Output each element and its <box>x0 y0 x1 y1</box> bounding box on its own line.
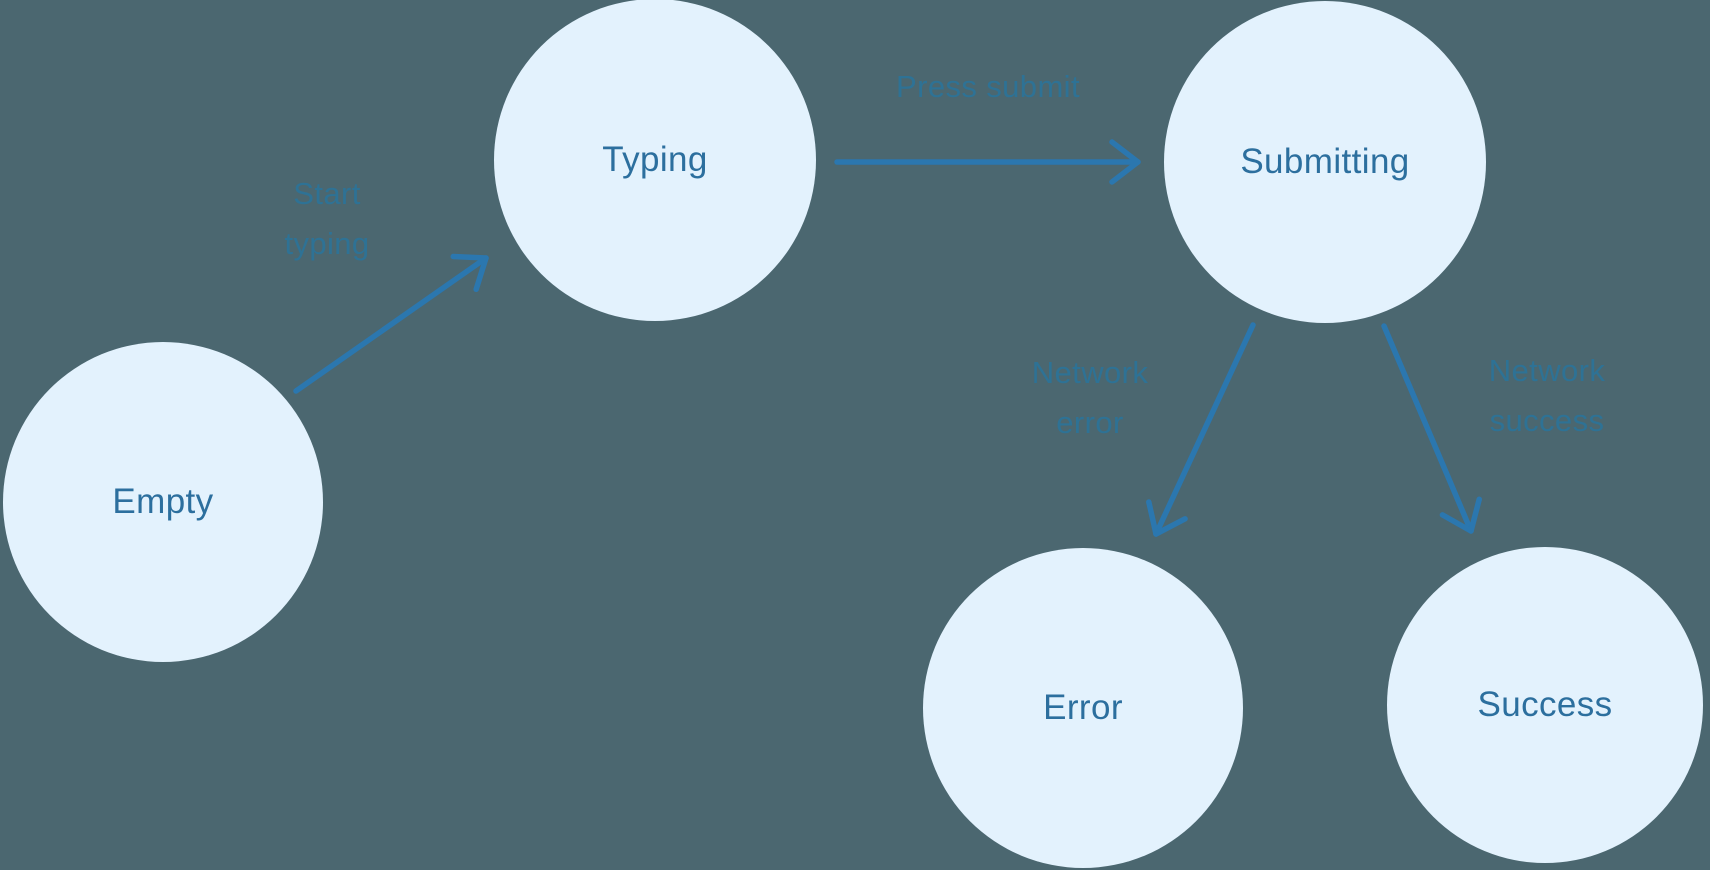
transition-label-network-error: Network error <box>1032 348 1149 448</box>
transition-label-line: success <box>1489 403 1605 438</box>
transition-label-line: Network <box>1488 353 1606 388</box>
state-node-typing-label: Typing <box>602 140 708 179</box>
transition-label-line: typing <box>284 226 370 261</box>
state-node-submitting: Submitting <box>1164 1 1486 323</box>
transition-label-start-typing: Start typing <box>284 169 369 269</box>
transition-label-line: error <box>1056 405 1124 440</box>
transition-label-line: Press submit <box>896 69 1080 104</box>
transition-label-press-submit: Press submit <box>896 62 1080 112</box>
transition-label-line: Start <box>293 176 361 211</box>
transition-arrow-network-error <box>1146 322 1256 537</box>
state-node-empty-label: Empty <box>112 482 214 521</box>
state-node-success-label: Success <box>1477 685 1613 724</box>
transition-label-line: Network <box>1031 355 1149 390</box>
state-node-typing: Typing <box>494 0 816 321</box>
state-node-empty: Empty <box>3 342 323 662</box>
state-node-submitting-label: Submitting <box>1240 142 1410 181</box>
state-node-error-label: Error <box>1043 688 1123 727</box>
state-node-success: Success <box>1387 547 1703 863</box>
state-node-error: Error <box>923 548 1243 868</box>
transition-arrow-start-typing <box>293 253 489 394</box>
transition-label-network-success: Network success <box>1489 346 1606 446</box>
transition-arrow-network-success <box>1381 323 1483 534</box>
